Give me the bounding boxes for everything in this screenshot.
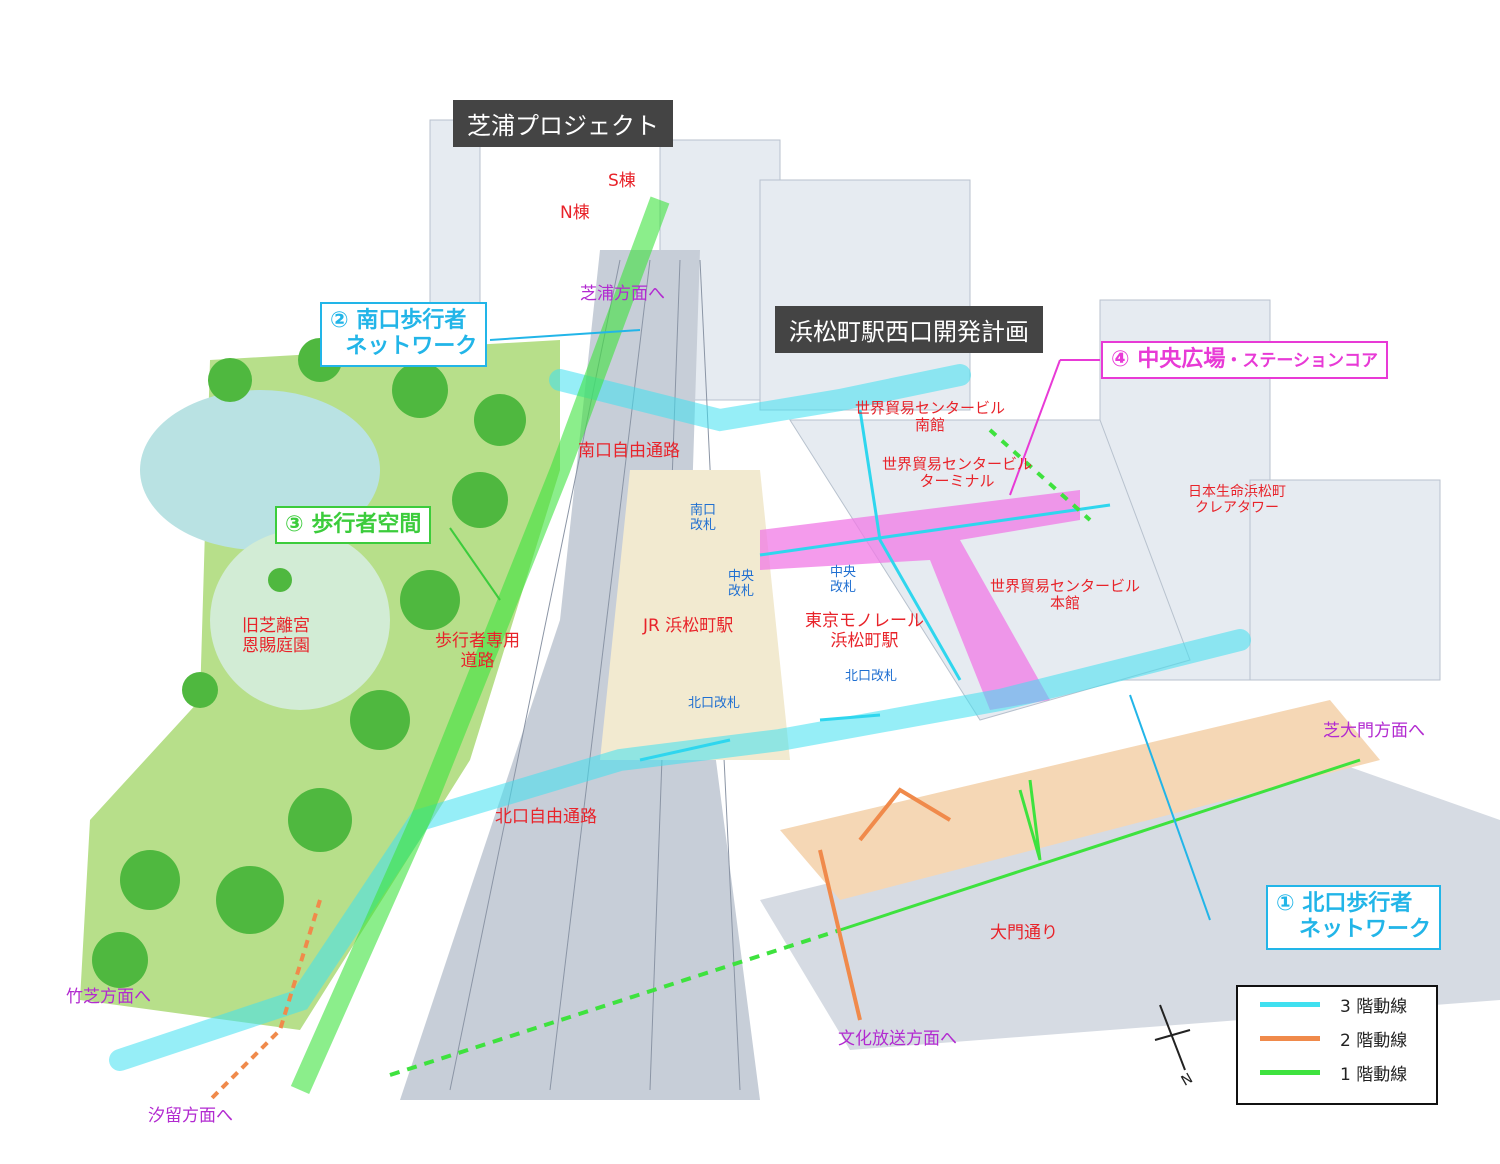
daimon-street [760, 760, 1500, 1050]
label-jr-station: JR 浜松町駅 [643, 616, 734, 636]
label-nissay-tower: 日本生命浜松町クレアタワー [1188, 484, 1286, 517]
callout-text: 北口歩行者 [1302, 891, 1413, 916]
label-shibaura-direction: 芝浦方面へ [580, 284, 665, 304]
legend-label: 3 階動線 [1340, 996, 1408, 1017]
label-north-gate-jr: 北口改札 [688, 696, 741, 711]
callout-number: ① [1276, 891, 1295, 916]
label-s-tower: S棟 [608, 171, 636, 191]
label-wtc-south: 世界貿易センタービル南館 [855, 399, 1006, 435]
legend-swatch [1260, 1001, 1320, 1007]
rail-tracks [400, 250, 760, 1100]
label-south-gate: 南口改札 [690, 503, 717, 533]
label-south-passage: 南口自由通路 [578, 441, 680, 461]
label-wtc-terminal: 世界貿易センタービルターミナル [882, 455, 1033, 491]
label-monorail-station: 東京モノレール浜松町駅 [805, 611, 924, 651]
legend-item: 3 階動線 [1260, 987, 1436, 1021]
north-arrow-icon [1154, 1004, 1191, 1071]
label-daimon-street: 大門通り [990, 923, 1058, 943]
legend-swatch [1260, 1035, 1320, 1041]
callout-number: ④ [1111, 347, 1130, 372]
label-shiodome-direction: 汐留方面へ [148, 1106, 233, 1126]
legend-swatch [1260, 1069, 1320, 1075]
callout-central-plaza: ④ 中央広場・ステーションコア [1101, 341, 1388, 380]
flow-1f [290, 196, 670, 1095]
label-central-gate-monorail: 中央改札 [830, 565, 857, 595]
flow-2f [208, 787, 952, 1102]
label-garden: 旧芝離宮恩賜庭園 [242, 616, 310, 656]
callout-number: ② [330, 308, 349, 333]
label-wtc-main: 世界貿易センタービル本館 [990, 577, 1141, 613]
legend-item: 1 階動線 [1260, 1055, 1436, 1089]
flow-3f [109, 364, 1251, 1071]
callout-pedestrian-space: ③ 歩行者空間 [275, 506, 432, 545]
legend-item: 2 階動線 [1260, 1021, 1436, 1055]
callout-north-network: ① 北口歩行者 ネットワーク [1266, 885, 1441, 950]
callout-text: ・ステーションコア [1225, 351, 1378, 371]
legend: 3 階動線 2 階動線 1 階動線 [1236, 985, 1438, 1105]
callout-text: ネットワーク [345, 334, 478, 360]
label-takeshiba-direction: 竹芝方面へ [66, 987, 151, 1007]
callout-text: 中央広場 [1137, 347, 1226, 372]
label-north-passage: 北口自由通路 [495, 807, 597, 827]
west-exit-title: 浜松町駅西口開発計画 [775, 306, 1043, 353]
label-central-gate-jr: 中央改札 [728, 569, 755, 599]
callout-text: 南口歩行者 [356, 308, 467, 333]
legend-label: 1 階動線 [1340, 1064, 1408, 1085]
callout-number: ③ [285, 512, 304, 537]
callout-south-network: ② 南口歩行者 ネットワーク [320, 302, 488, 367]
label-n-tower: N棟 [560, 203, 590, 223]
label-bunka-direction: 文化放送方面へ [838, 1029, 957, 1049]
legend-label: 2 階動線 [1340, 1030, 1408, 1051]
callout-text: 歩行者空間 [311, 512, 422, 537]
station-concourse [600, 470, 790, 760]
label-north-gate-monorail: 北口改札 [845, 669, 898, 684]
callout-text: ネットワーク [1298, 917, 1431, 943]
label-pedestrian-road: 歩行者専用道路 [435, 631, 520, 671]
shibaura-project-title: 芝浦プロジェクト [453, 100, 673, 147]
label-shibadaimon-direction: 芝大門方面へ [1323, 721, 1425, 741]
